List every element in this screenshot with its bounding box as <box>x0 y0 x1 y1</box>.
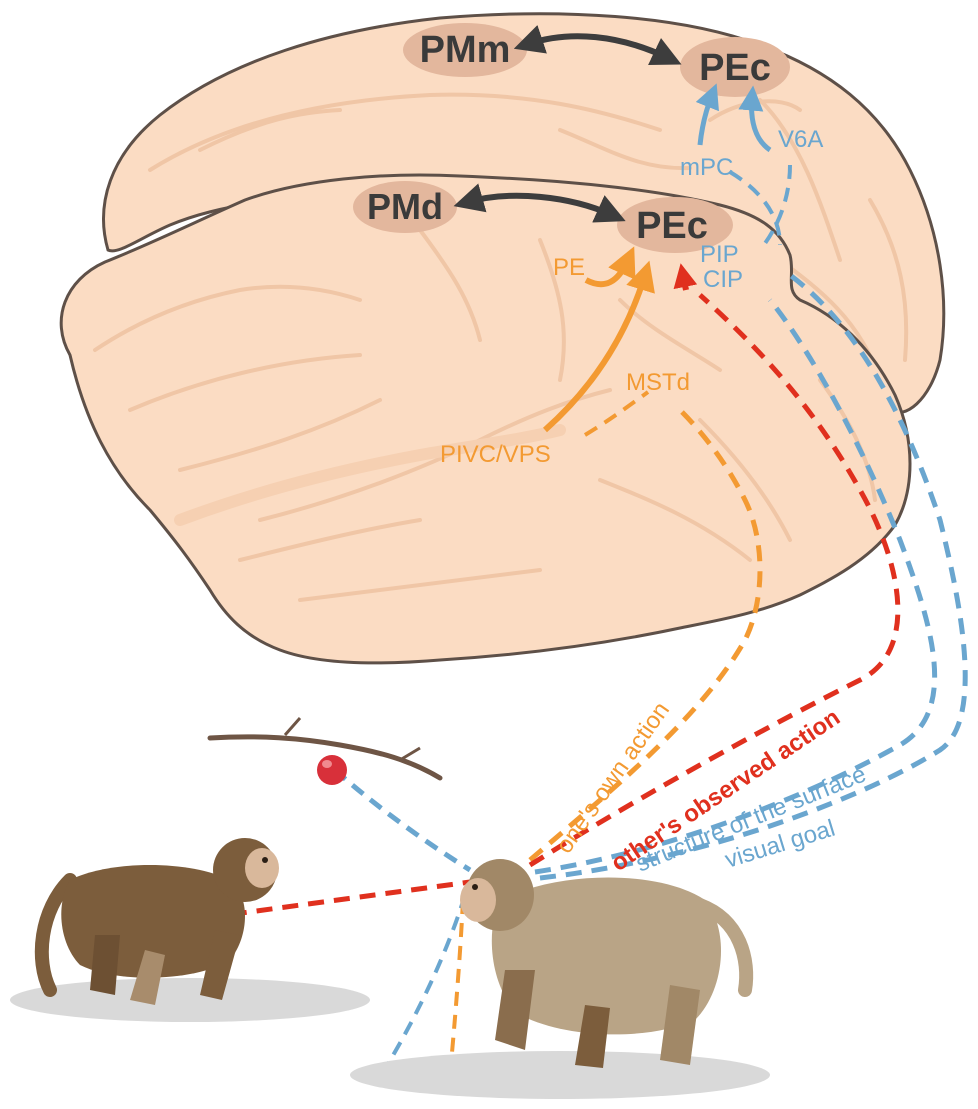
apple-highlight <box>322 760 332 768</box>
pe-label: PE <box>553 254 585 281</box>
pip-label: PIP <box>700 241 739 268</box>
self-monkey-face <box>460 878 496 922</box>
twig <box>285 718 300 735</box>
v6a-label: V6A <box>778 126 823 153</box>
lateral-cortex-outline <box>61 175 910 663</box>
twig-2 <box>400 748 420 760</box>
other-monkey-hindleg <box>90 935 120 995</box>
apple-gaze-path <box>335 770 470 870</box>
pivc-vps-label: PIVC/VPS <box>440 441 551 468</box>
other-monkey <box>10 838 370 1022</box>
mstd-label: MSTd <box>626 369 690 396</box>
other-monkey-face <box>245 848 279 888</box>
mpc-label: mPC <box>680 154 733 181</box>
self-monkey-shadow <box>350 1051 770 1099</box>
observed-action-arrowhead <box>683 275 686 290</box>
apple-branch <box>210 718 440 785</box>
other-monkey-shadow <box>10 978 370 1022</box>
pec-medial-label: PEc <box>699 47 771 89</box>
pec-lateral-label: PEc <box>636 205 708 247</box>
pmd-label: PMd <box>367 186 443 227</box>
apple <box>317 755 347 785</box>
other-monkey-eye <box>262 857 268 863</box>
pmm-label: PMm <box>420 29 511 71</box>
self-monkey-eye <box>472 884 478 890</box>
lateral-hemisphere <box>61 175 910 663</box>
self-monkey <box>350 859 770 1099</box>
cip-label: CIP <box>703 266 743 293</box>
